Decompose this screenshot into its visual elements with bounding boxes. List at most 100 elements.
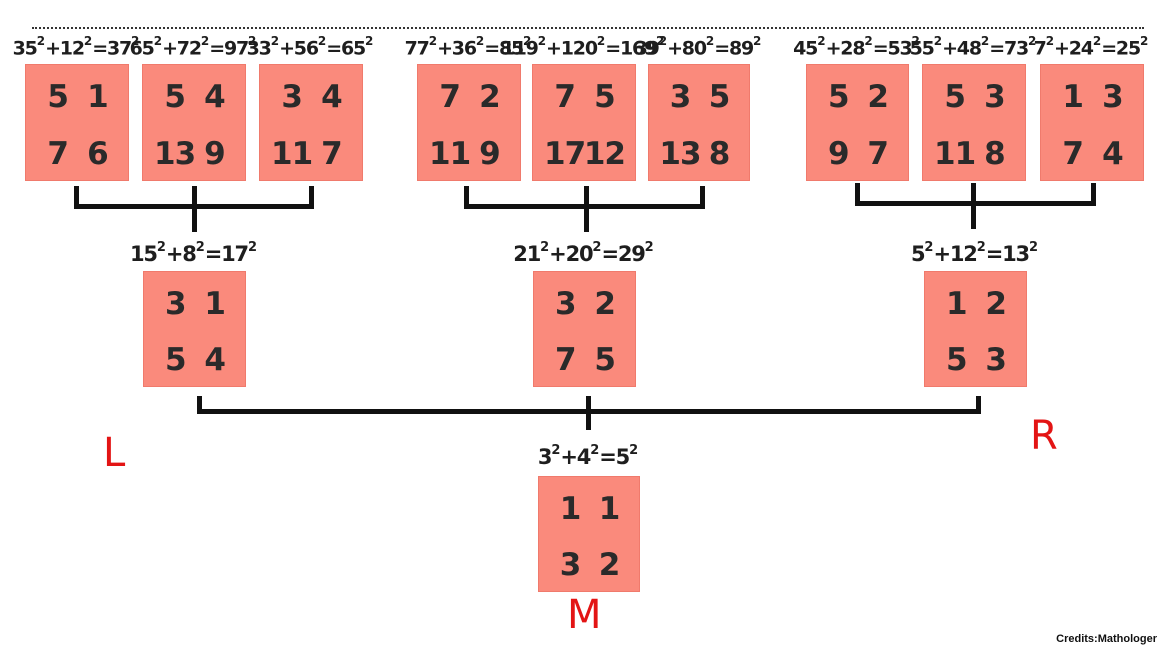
matrix-cell: 2	[985, 286, 1007, 323]
matrix-cell: 11	[429, 135, 471, 172]
connector-right-left-leg	[855, 183, 860, 206]
connector-center-right-leg	[700, 186, 705, 209]
equals-sign: =	[714, 37, 730, 60]
exponent: 2	[911, 34, 920, 48]
matrix-cell: 5	[828, 79, 850, 116]
exponent: 2	[522, 34, 532, 48]
matrix-cell: 3	[1102, 79, 1124, 116]
matrix-cell: 7	[1062, 135, 1084, 172]
equation-term-b: 80	[681, 37, 707, 60]
exponent: 2	[596, 34, 606, 48]
equation-term-b: 28	[840, 37, 865, 60]
plus-sign: +	[279, 37, 295, 60]
equation-term-a: 39	[634, 37, 660, 60]
matrix-cell: 4	[1102, 135, 1124, 172]
matrix-cell: 5	[944, 79, 966, 116]
exponent: 2	[1092, 34, 1102, 48]
matrix-cell: 1	[946, 286, 968, 323]
exponent: 2	[270, 34, 280, 48]
matrix-cell: 7	[321, 135, 343, 172]
plus-sign: +	[162, 37, 178, 60]
equals-sign: =	[605, 37, 621, 60]
equals-sign: =	[326, 37, 342, 60]
matrix-cell: 5	[946, 341, 968, 378]
triple-equation-top-2: 652+722=972	[130, 34, 257, 60]
matrix-cell: 4	[204, 341, 226, 378]
equation-term-a: 5	[910, 242, 926, 266]
triple-equation-middle-3: 52+122=132	[910, 241, 1038, 266]
equation-term-a: 35	[12, 37, 38, 60]
matrix-cell: 1	[1062, 79, 1084, 116]
equation-term-a: 15	[129, 242, 158, 266]
equation-term-a: 3	[537, 445, 553, 469]
matrix-cell: 9	[828, 135, 850, 172]
equation-term-b: 4	[576, 445, 592, 469]
matrix-cell: 13	[154, 135, 196, 172]
matrix-cell: 4	[204, 79, 226, 116]
equation-term-c: 53	[887, 37, 912, 60]
matrix-cell: 5	[47, 79, 69, 116]
matrix-cell: 7	[47, 135, 69, 172]
connector-center-stem	[584, 186, 589, 232]
equation-term-c: 17	[221, 242, 249, 266]
label-right: R	[1030, 413, 1058, 459]
equation-term-c: 65	[340, 37, 366, 60]
matrix-cell: 2	[594, 286, 616, 323]
matrix-cell: 6	[87, 135, 109, 172]
matrix-cell: 5	[594, 341, 616, 378]
equals-sign: =	[599, 445, 617, 469]
equation-term-c: 13	[1002, 242, 1030, 266]
plus-sign: +	[546, 37, 562, 60]
exponent: 2	[247, 240, 258, 255]
exponent: 2	[592, 240, 602, 255]
exponent: 2	[980, 34, 990, 48]
exponent: 2	[864, 34, 873, 48]
exponent: 2	[656, 34, 665, 48]
equation-term-c: 97	[223, 37, 249, 60]
plus-sign: +	[165, 242, 184, 266]
plus-sign: +	[667, 37, 683, 60]
exponent: 2	[200, 34, 210, 48]
matrix-cell: 5	[164, 79, 186, 116]
label-middle: M	[567, 592, 602, 638]
equation-term-b: 8	[182, 242, 197, 266]
matrix-cell: 7	[439, 79, 461, 116]
exponent: 2	[540, 240, 550, 255]
plus-sign: +	[437, 37, 453, 60]
triple-equation-top-1: 352+122=372	[12, 35, 140, 60]
matrix-cell: 7	[867, 135, 889, 172]
exponent: 2	[1139, 34, 1149, 48]
matrix-cell: 1	[559, 491, 582, 528]
equation-term-c: 169	[619, 37, 657, 60]
exponent: 2	[317, 34, 327, 48]
equals-sign: =	[204, 242, 223, 266]
triple-equation-top-9: 72+242=252	[1034, 34, 1149, 60]
equation-term-c: 29	[617, 242, 646, 266]
connector-main-right-leg	[976, 396, 981, 414]
equals-sign: =	[872, 37, 889, 60]
matrix-cell: 2	[598, 546, 621, 583]
triple-equation-top-4: 772+362=852	[404, 34, 532, 60]
equation-term-b: 12	[59, 37, 85, 60]
matrix-cell: 4	[321, 79, 343, 116]
matrix-cell: 3	[985, 341, 1007, 378]
equation-term-c: 5	[615, 445, 631, 469]
matrix-cell: 9	[204, 135, 226, 172]
connector-left-left-leg	[74, 186, 79, 209]
equation-term-b: 72	[176, 37, 202, 60]
equation-term-b: 120	[560, 37, 598, 60]
matrix-cell: 11	[934, 135, 976, 172]
matrix-cell: 2	[867, 79, 889, 116]
equation-term-a: 77	[404, 37, 430, 60]
plus-sign: +	[1054, 37, 1070, 60]
equation-term-c: 37	[106, 37, 132, 60]
equation-term-b: 20	[565, 242, 594, 266]
